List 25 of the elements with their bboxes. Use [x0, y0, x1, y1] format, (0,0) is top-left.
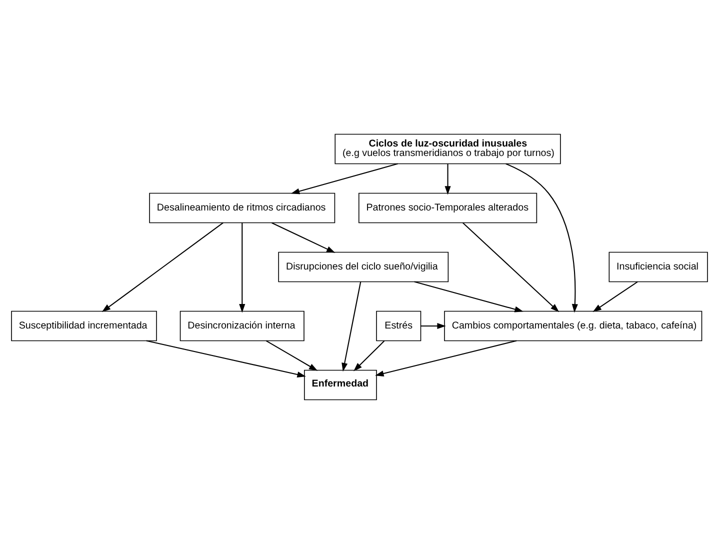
arrow — [290, 162, 398, 194]
node-box: Susceptibilidad incrementada — [11, 310, 157, 341]
node-box: Insuficiencia social — [608, 251, 708, 282]
arrow — [420, 322, 446, 329]
arrow — [146, 340, 306, 377]
arrow — [239, 222, 246, 312]
arrow — [462, 222, 560, 312]
node-box: Estrés — [376, 310, 422, 341]
arrow — [375, 340, 517, 376]
arrow — [266, 340, 318, 370]
node-box: Desalineamiento de ritmos circadianos — [149, 192, 336, 223]
node-box: Cambios comportamentales (e.g. dieta, tabaco, cafeína) — [444, 310, 702, 341]
node-box: Desincronización interna — [180, 310, 304, 341]
arrow — [592, 280, 638, 312]
arrow — [444, 164, 451, 194]
arrow — [102, 222, 224, 312]
arrow — [272, 222, 336, 252]
arrow — [342, 281, 362, 372]
node-box: Patrones socio-Temporales alterados — [358, 192, 538, 223]
arrow — [354, 340, 385, 371]
node-box: Disrupciones del ciclo sueño/vigilia — [278, 251, 449, 282]
node-box: Enfermedad — [304, 369, 377, 400]
arrow — [414, 280, 524, 312]
arrow — [506, 162, 578, 312]
node-box: Ciclos de luz-oscuridad inusuales (e.g vuelos transmeridianos o trabajo por turnos) — [334, 133, 561, 164]
